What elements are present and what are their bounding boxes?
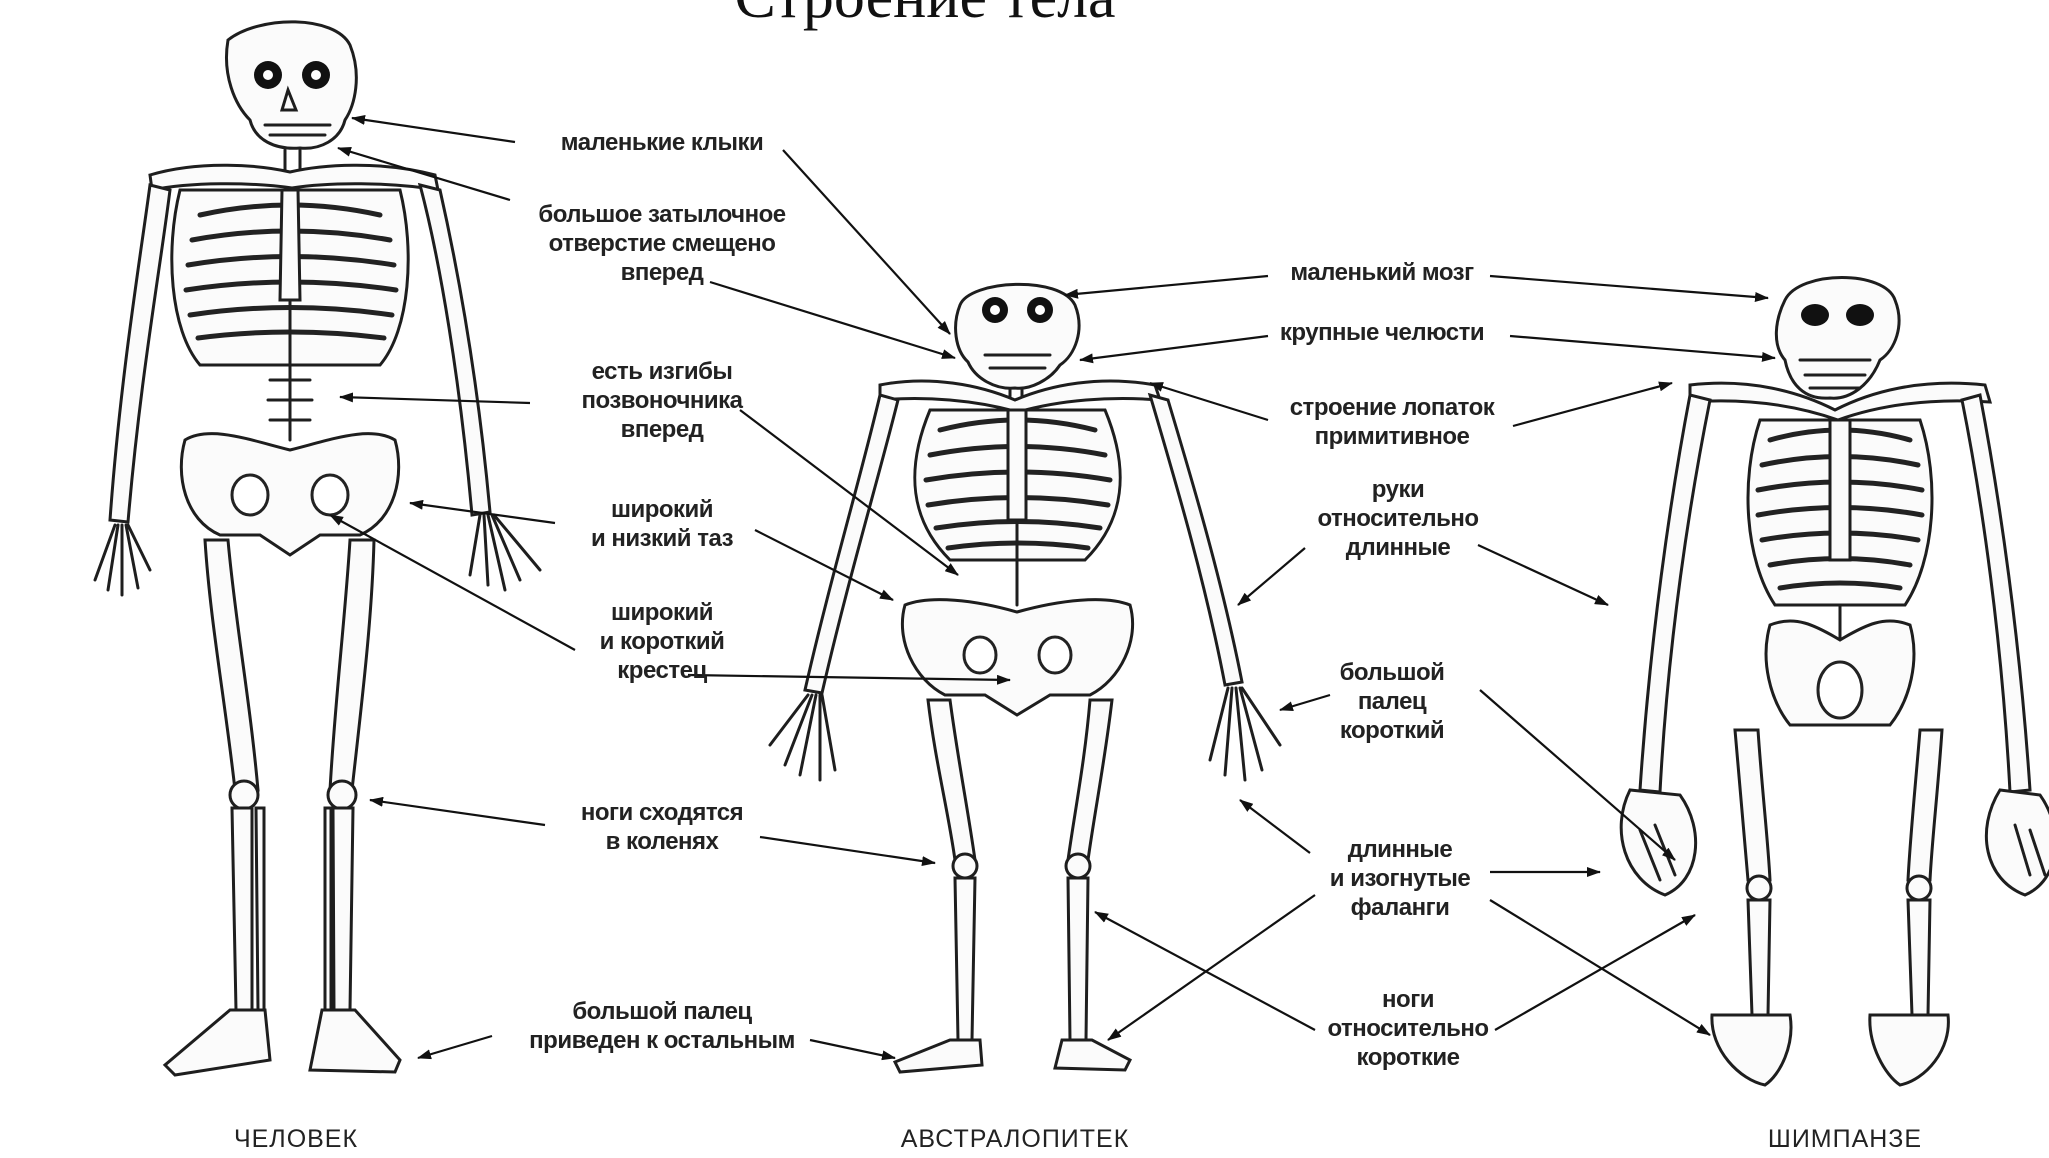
label-curved-phalanges: длинные и изогнутые фаланги xyxy=(1330,835,1470,922)
species-label-chimpanzee: ШИМПАНЗЕ xyxy=(1768,1125,1922,1154)
label-small-brain: маленький мозг xyxy=(1290,258,1473,287)
chimpanzee-skeleton xyxy=(1621,278,2049,1086)
species-label-human: ЧЕЛОВЕК xyxy=(234,1125,358,1154)
label-short-thumb: большой палец короткий xyxy=(1340,658,1445,745)
label-large-jaws: крупные челюсти xyxy=(1280,318,1484,347)
label-primitive-scapulae: строение лопаток примитивное xyxy=(1290,393,1495,451)
label-knees-converge: ноги сходятся в коленях xyxy=(581,798,743,856)
label-big-toe-adducted: большой палец приведен к остальным xyxy=(529,997,795,1055)
diagram-title: Строение тела xyxy=(0,0,1850,28)
label-small-fangs: маленькие клыки xyxy=(561,128,763,157)
label-long-arms: руки относительно длинные xyxy=(1317,475,1478,562)
label-wide-low-pelvis: широкий и низкий таз xyxy=(591,495,733,553)
label-foramen-magnum: большое затылочное отверстие смещено впе… xyxy=(538,200,785,287)
label-spine-curves: есть изгибы позвоночника вперед xyxy=(582,357,743,444)
label-wide-short-sacrum: широкий и короткий крестец xyxy=(600,598,725,685)
label-short-legs: ноги относительно короткие xyxy=(1327,985,1488,1072)
human-skeleton xyxy=(95,22,540,1075)
species-label-australopithecus: АВСТРАЛОПИТЕК xyxy=(901,1125,1130,1154)
